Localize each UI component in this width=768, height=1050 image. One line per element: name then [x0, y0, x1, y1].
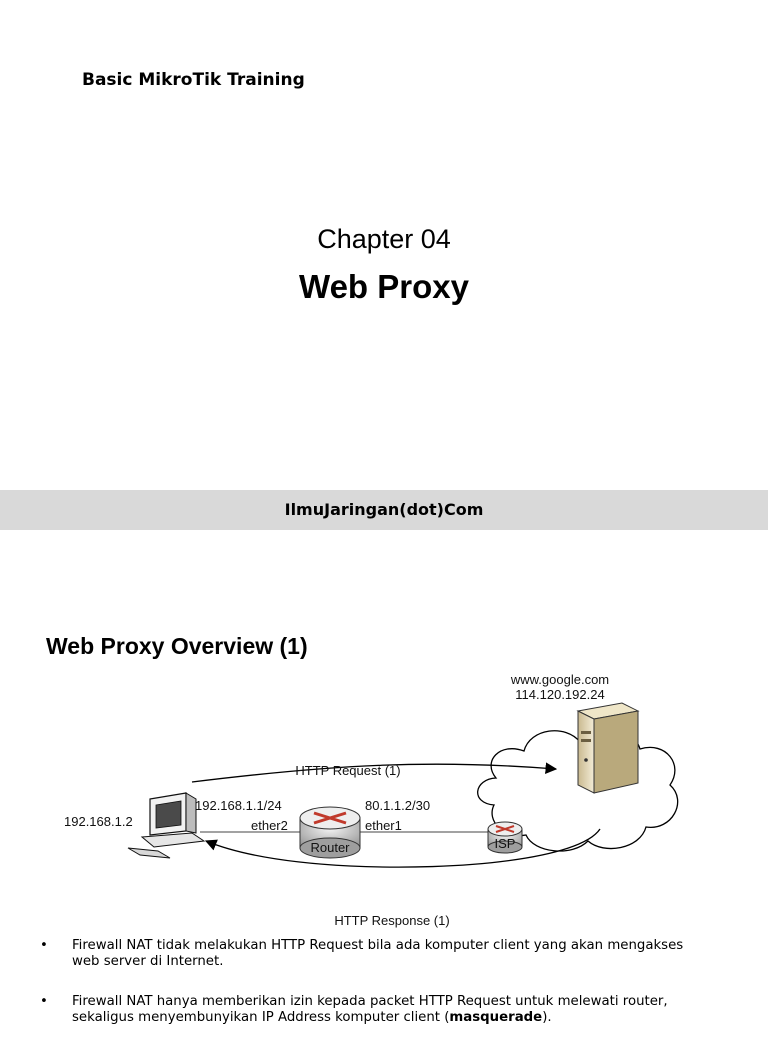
bullet-text-line: web server di Internet. [72, 954, 224, 969]
footer-site-name: IlmuJaringan(dot)Com [284, 500, 484, 519]
router-label: Router [310, 840, 350, 855]
http-request-label: HTTP Request (1) [295, 763, 400, 778]
overview-slide: Web Proxy Overview (1) www [0, 530, 768, 1025]
slide-title: Web Proxy Overview (1) [46, 633, 308, 659]
lan-ip-label: 192.168.1.1/24 [195, 798, 282, 813]
lan-interface-label: ether2 [251, 818, 288, 833]
router-icon [299, 806, 361, 859]
network-diagram: www.google.com 114.120.192.24 HTTP Reque… [64, 672, 679, 928]
server-icon [576, 702, 640, 794]
wan-ip-label: 80.1.1.2/30 [365, 798, 430, 813]
isp-router-icon [487, 821, 523, 854]
chapter-title: Web Proxy [299, 268, 469, 305]
client-computer-icon [127, 792, 206, 859]
bullet-text-prefix: sekaligus menyembunyikan IP Address komp… [72, 1010, 450, 1025]
isp-label: ISP [495, 836, 516, 851]
bullet-text-suffix: ). [542, 1010, 552, 1025]
client-ip-label: 192.168.1.2 [64, 814, 133, 829]
wan-interface-label: ether1 [365, 818, 402, 833]
bullet-text-line: Firewall NAT hanya memberikan izin kepad… [72, 994, 668, 1009]
http-response-label: HTTP Response (1) [334, 913, 449, 928]
bullet-marker: • [40, 994, 48, 1009]
http-request-arrow [191, 762, 558, 783]
http-response-arrow [204, 828, 601, 868]
bullet-item: • Firewall NAT hanya memberikan izin kep… [40, 994, 740, 1026]
bullet-list: • Firewall NAT tidak melakukan HTTP Requ… [40, 938, 740, 1050]
server-host-label: www.google.com [510, 672, 609, 687]
title-slide: Basic MikroTik Training Chapter 04 Web P… [0, 0, 768, 490]
footer-band: IlmuJaringan(dot)Com [0, 490, 768, 530]
chapter-number: Chapter 04 [317, 224, 451, 254]
bullet-text-line: Firewall NAT tidak melakukan HTTP Reques… [72, 938, 684, 953]
bullet-marker: • [40, 938, 48, 953]
course-title: Basic MikroTik Training [82, 70, 305, 90]
server-ip-label: 114.120.192.24 [515, 687, 604, 702]
bullet-item: • Firewall NAT tidak melakukan HTTP Requ… [40, 938, 740, 970]
masquerade-emphasis: masquerade [449, 1010, 543, 1025]
